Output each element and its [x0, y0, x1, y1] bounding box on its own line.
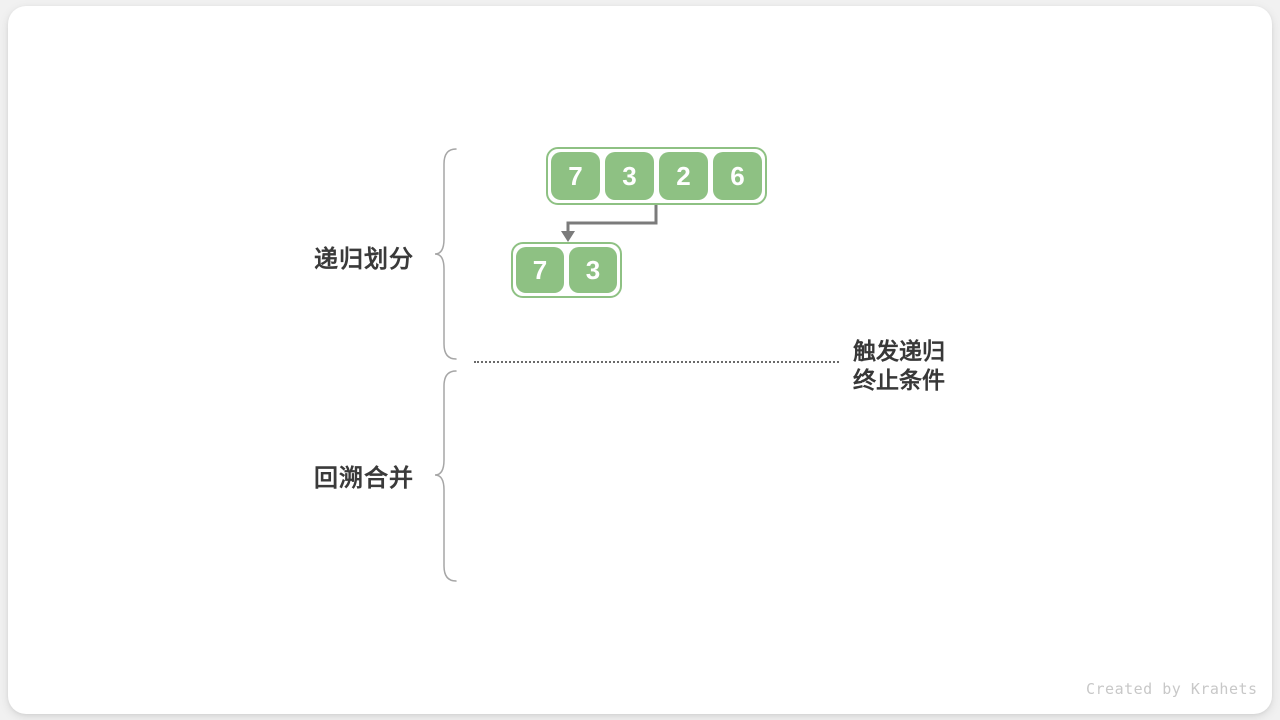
- brace-divide-icon: [434, 148, 457, 360]
- termination-divider: [474, 361, 839, 363]
- array-cell: 2: [659, 152, 708, 200]
- termination-annotation-line2: 终止条件: [853, 367, 945, 393]
- phase-label-merge: 回溯合并: [314, 465, 414, 492]
- array-cell: 7: [516, 247, 564, 293]
- array-top: 7 3 2 6: [546, 147, 767, 205]
- termination-annotation-line1: 触发递归: [853, 338, 945, 364]
- termination-annotation: 触发递归 终止条件: [853, 337, 945, 395]
- array-cell: 6: [713, 152, 762, 200]
- diagram-card: 递归划分 7 3 2 6 7 3 触发递归 终止条件 回溯合并 Created …: [8, 6, 1272, 714]
- array-cell: 3: [605, 152, 654, 200]
- brace-divide-path: [434, 148, 457, 360]
- array-cell: 3: [569, 247, 617, 293]
- array-cell: 7: [551, 152, 600, 200]
- credit-text: Created by Krahets: [1086, 680, 1258, 698]
- split-arrow-line: [566, 205, 658, 232]
- split-arrow-icon: [561, 205, 658, 242]
- brace-merge-path: [434, 370, 457, 582]
- phase-label-divide: 递归划分: [314, 246, 414, 273]
- array-child: 7 3: [511, 242, 622, 298]
- split-arrow-head: [561, 231, 575, 242]
- brace-merge-icon: [434, 370, 457, 582]
